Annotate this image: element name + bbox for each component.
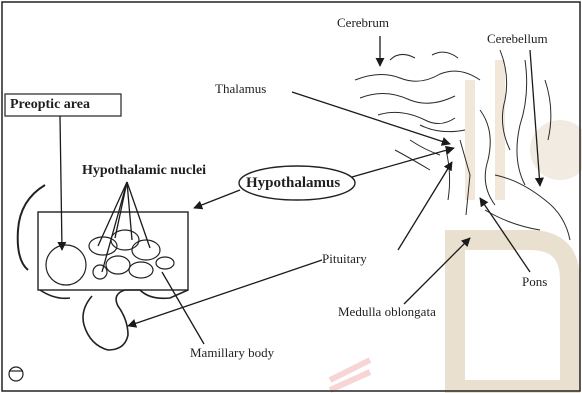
thalamus-label: Thalamus [215, 82, 266, 95]
nuclei-cluster [46, 230, 174, 285]
thalamus-arrow [292, 92, 450, 144]
pituitary-shape [83, 290, 188, 350]
nucleus-3 [132, 240, 160, 260]
hypothalamic-nuclei-label: Hypothalamic nuclei [82, 164, 206, 178]
nucleus-6 [129, 262, 153, 278]
pituitary-right-arrow [398, 162, 452, 250]
hypothalamus-right-arrow [352, 148, 454, 177]
nuclei-line-5 [102, 182, 127, 272]
pons-label: Pons [522, 275, 547, 288]
nucleus-5 [93, 265, 107, 279]
outline-curve [18, 185, 45, 270]
hypothalamus-left-arrow [194, 190, 240, 208]
watermark [330, 60, 582, 390]
preoptic-arrow [60, 116, 62, 250]
preoptic-nucleus [46, 245, 86, 285]
hypothalamus-label: Hypothalamus [246, 176, 340, 191]
pituitary-left-arrow [128, 260, 322, 326]
medulla-oblongata-label: Medulla oblongata [338, 305, 436, 318]
mamillary-line [162, 272, 204, 344]
nucleus-4 [106, 256, 130, 274]
mamillary-body-label: Mamillary body [190, 346, 274, 359]
nucleus-1 [89, 237, 117, 255]
nucleus-2 [111, 230, 139, 250]
preoptic-area-label: Preoptic area [10, 98, 90, 112]
pituitary-label: Pituitary [322, 252, 367, 265]
mamillary-body-shape [156, 257, 174, 269]
cerebrum-label: Cerebrum [337, 16, 389, 29]
cerebellum-label: Cerebellum [487, 32, 548, 45]
outline-lower [40, 290, 70, 298]
corner-logo [9, 367, 23, 381]
